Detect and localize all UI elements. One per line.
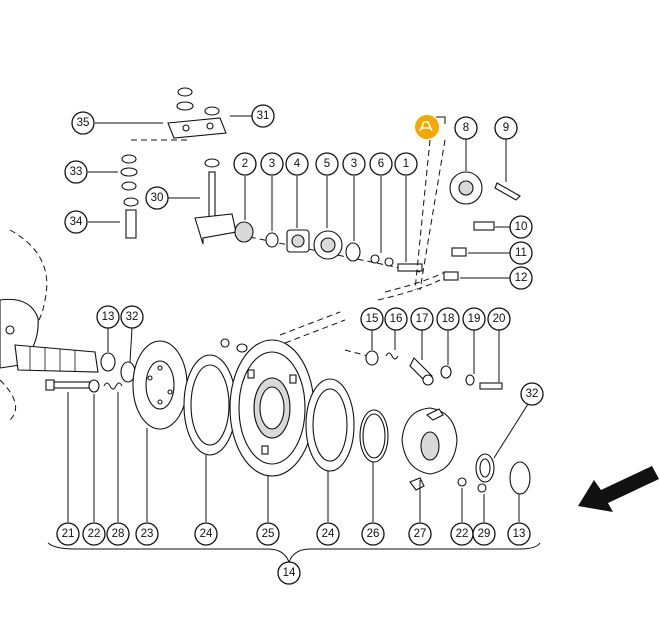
callout-23: 23 <box>135 522 159 546</box>
callout-1-text: 1 <box>403 158 409 170</box>
callout-20: 20 <box>487 307 511 331</box>
callout-22a-text: 22 <box>88 528 101 540</box>
callout-22b: 22 <box>450 522 474 546</box>
callout-21-text: 21 <box>62 528 75 540</box>
callout-24b: 24 <box>316 522 340 546</box>
callout-29-text: 29 <box>478 528 491 540</box>
callout-32a-text: 32 <box>126 311 139 323</box>
callout-20-text: 20 <box>493 313 506 325</box>
callout-5-text: 5 <box>324 158 330 170</box>
callout-14-text: 14 <box>283 567 296 579</box>
callout-12-text: 12 <box>515 272 528 284</box>
callout-25: 25 <box>256 522 280 546</box>
chain-link-marker-icon[interactable] <box>415 115 446 139</box>
callout-1: 1 <box>394 152 418 176</box>
callout-11: 11 <box>509 241 533 265</box>
callout-10-text: 10 <box>515 221 528 233</box>
callout-2: 2 <box>233 152 257 176</box>
callout-11-text: 11 <box>515 247 527 259</box>
small-parts-15-20 <box>344 330 503 390</box>
callout-34-text: 34 <box>70 216 83 228</box>
callout-30-text: 30 <box>151 192 164 204</box>
callout-31-text: 31 <box>257 110 270 122</box>
callout-13b: 13 <box>507 522 531 546</box>
callout-27-text: 27 <box>414 528 427 540</box>
callout-13a-text: 13 <box>102 311 115 323</box>
left-hub-partial <box>0 229 99 421</box>
callout-28-text: 28 <box>112 528 125 540</box>
callout-35-text: 35 <box>77 117 90 129</box>
callout-33: 33 <box>64 160 88 184</box>
callout-23-text: 23 <box>141 528 154 540</box>
callout-28: 28 <box>106 522 130 546</box>
callout-3a: 3 <box>260 152 284 176</box>
callout-19-text: 19 <box>468 313 481 325</box>
callout-24a-text: 24 <box>200 528 213 540</box>
direction-arrow-icon <box>578 466 659 512</box>
callout-3a-text: 3 <box>269 158 275 170</box>
callout-13b-text: 13 <box>513 528 526 540</box>
callout-32a: 32 <box>120 305 144 329</box>
callout-8: 8 <box>454 116 478 140</box>
upper-shaft-parts <box>234 176 423 273</box>
callout-8-text: 8 <box>463 122 469 134</box>
bracket-assembly <box>88 87 252 245</box>
chain-sprocket-parts <box>377 139 521 301</box>
callout-15-text: 15 <box>366 313 379 325</box>
callout-5: 5 <box>315 152 339 176</box>
callout-30: 30 <box>145 186 169 210</box>
callout-32b-text: 32 <box>526 388 539 400</box>
callout-6-text: 6 <box>378 158 384 170</box>
callout-2-text: 2 <box>242 158 248 170</box>
callout-3b-text: 3 <box>351 158 357 170</box>
lower-assembly <box>45 311 541 564</box>
callout-18-text: 18 <box>442 313 455 325</box>
callout-10: 10 <box>509 215 533 239</box>
callout-14: 14 <box>277 561 301 585</box>
callout-9-text: 9 <box>503 122 509 134</box>
callout-6: 6 <box>369 152 393 176</box>
callout-22b-text: 22 <box>456 528 469 540</box>
callout-4-text: 4 <box>294 158 301 170</box>
callout-17-text: 17 <box>416 313 429 325</box>
callout-34: 34 <box>64 210 88 234</box>
callout-32b: 32 <box>520 382 544 406</box>
callout-27: 27 <box>408 522 432 546</box>
callout-33-text: 33 <box>70 166 83 178</box>
callout-17: 17 <box>410 307 434 331</box>
callout-12: 12 <box>509 266 533 290</box>
callout-16-text: 16 <box>390 313 403 325</box>
callout-15: 15 <box>360 307 384 331</box>
callout-35: 35 <box>71 111 95 135</box>
callout-19: 19 <box>462 307 486 331</box>
callout-16: 16 <box>384 307 408 331</box>
callout-3b: 3 <box>342 152 366 176</box>
callout-31: 31 <box>251 104 275 128</box>
callout-24b-text: 24 <box>322 528 335 540</box>
callout-24a: 24 <box>194 522 218 546</box>
callout-labels: 1 2 3 3 4 5 6 8 9 10 11 12 13 13 14 15 1… <box>56 104 544 585</box>
callout-25-text: 25 <box>262 528 275 540</box>
callout-26: 26 <box>361 522 385 546</box>
callout-22a: 22 <box>82 522 106 546</box>
callout-9: 9 <box>494 116 518 140</box>
callout-29: 29 <box>472 522 496 546</box>
callout-13a: 13 <box>96 305 120 329</box>
callout-26-text: 26 <box>367 528 380 540</box>
callout-21: 21 <box>56 522 80 546</box>
callout-4: 4 <box>285 152 309 176</box>
callout-18: 18 <box>436 307 460 331</box>
